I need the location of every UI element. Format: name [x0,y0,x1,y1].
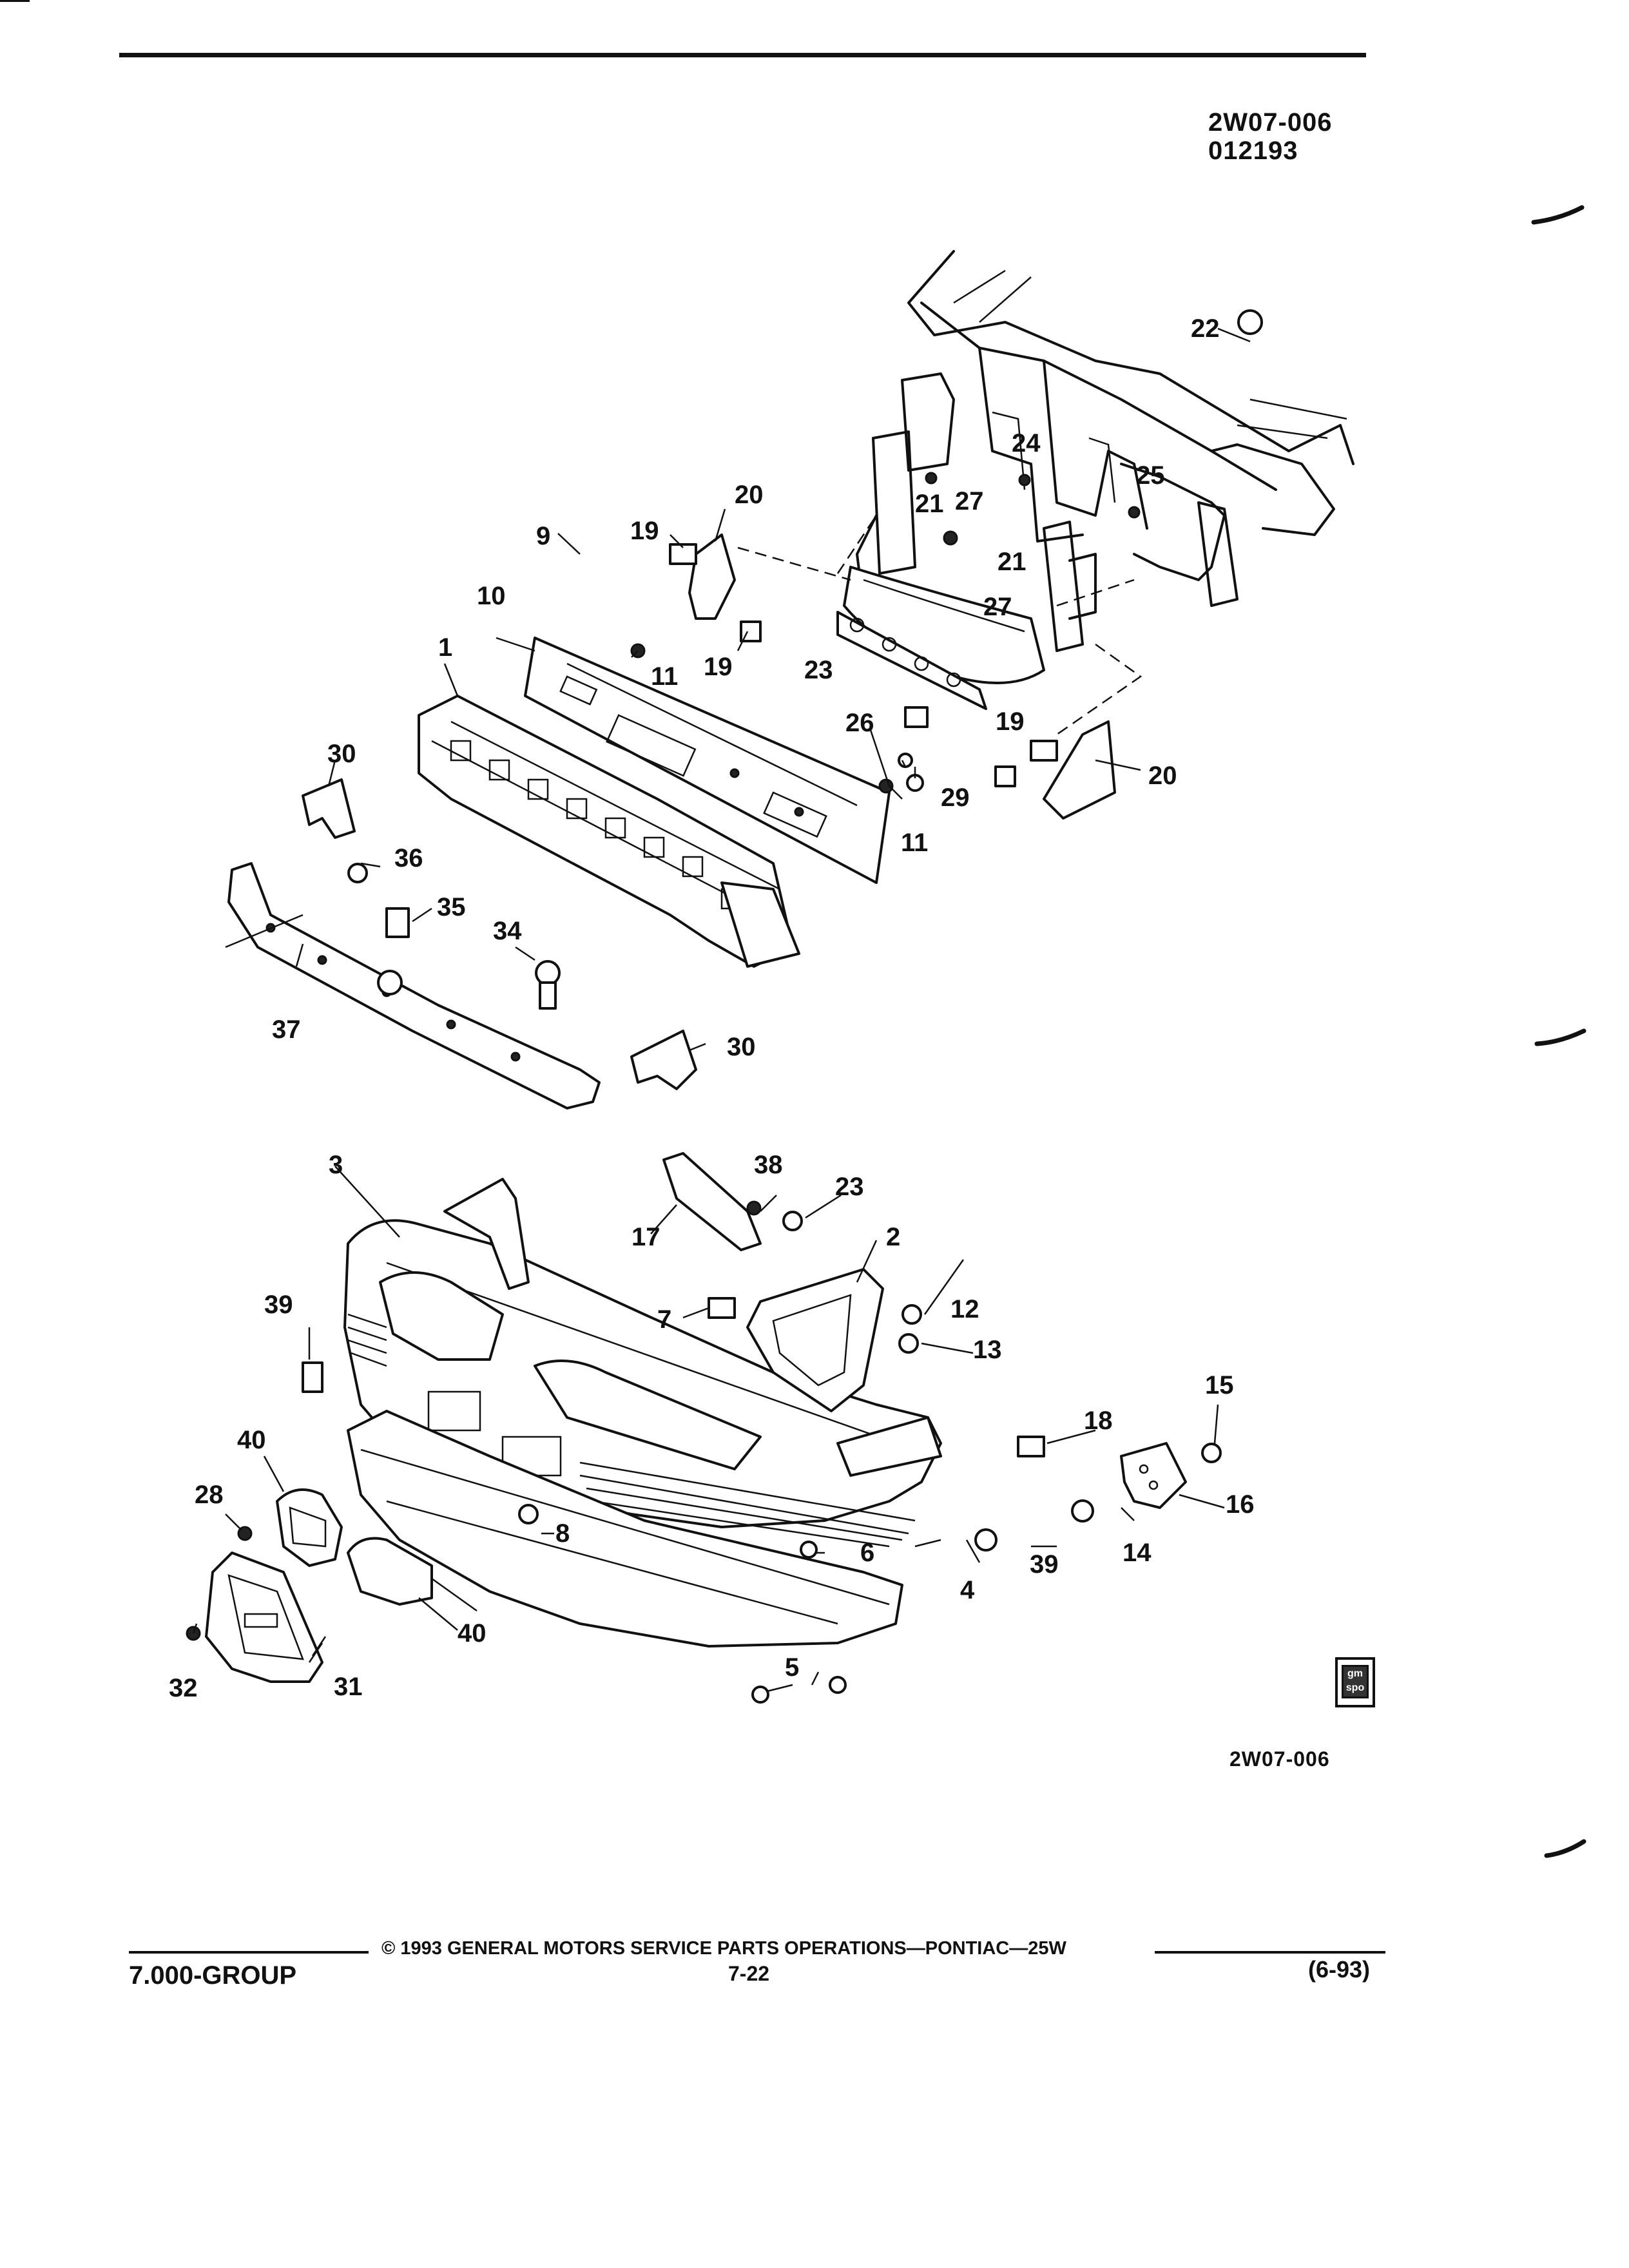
callout-34: 35 [437,893,466,921]
callout-37: 38 [754,1151,783,1179]
callout-25: 27 [955,487,984,515]
fasteners [347,309,1263,1010]
callout-19-b: 19 [704,653,733,681]
callout-20-right: 20 [1148,762,1177,790]
callout-22: 23 [804,656,833,684]
bracket-30-upper [302,778,356,839]
callout-33: 34 [493,917,522,945]
clip-18 [1017,1436,1045,1457]
callout-31: 31 [334,1673,363,1701]
bumper-reinforcement [225,862,601,1110]
bracket-20-left [688,533,736,620]
top-rule [119,53,1366,57]
front-fascia [343,1178,942,1548]
callout-15: 15 [1205,1371,1234,1399]
leader-lines [192,327,1251,1693]
header-code-line2: 012193 [1208,137,1298,165]
side-bracket-2 [746,1268,884,1412]
energy-absorber [418,695,800,968]
radiator-support [836,250,1354,710]
callout-32: 32 [169,1674,198,1702]
footer-group: 7.000-GROUP [129,1961,297,1990]
callout-40-right: 40 [458,1619,487,1648]
callout-2: 2 [886,1223,901,1251]
figure-id: 2W07-006 [1229,1747,1330,1771]
callout-39: 39 [1030,1550,1059,1579]
callout-8: 8 [555,1519,570,1548]
callout-24: 26 [845,709,874,737]
callout-30-upper: 30 [327,740,356,768]
corner-mark [0,0,30,2]
header-code: 2W07-006 012193 [1208,108,1333,165]
callout-30-lower: 30 [727,1033,756,1061]
bracket-16 [1120,1442,1187,1509]
callout-14: 14 [1123,1539,1152,1567]
fasteners-lower [186,1200,1222,1704]
callout-19-c: 19 [996,707,1025,736]
callout-27-lower: 23 [835,1173,864,1201]
callout-38: 39 [264,1291,293,1319]
callout-20-top: 20 [735,481,764,509]
callout-6: 6 [860,1539,875,1567]
callout-19-a: 19 [630,517,659,545]
header-code-line1: 2W07-006 [1208,108,1333,137]
license-plate-bracket [205,1552,323,1683]
callout-3: 3 [329,1151,343,1179]
callout-13: 13 [973,1336,1002,1364]
bracket-20-right [1043,720,1116,820]
footer-rule-left [129,1951,369,1954]
callout-21-a: 21 [915,490,944,518]
callout-35: 36 [394,844,423,872]
callout-18: 18 [1084,1407,1113,1435]
impact-bar [524,637,891,884]
bracket-30-lower [630,1030,697,1090]
clip-38 [302,1361,323,1393]
bracket-17 [662,1152,762,1251]
callout-4: 4 [960,1576,975,1604]
callout-36: 37 [272,1015,301,1044]
gm-spo-logo-mark: gm spo [1342,1665,1369,1698]
callout-5: 5 [785,1653,800,1682]
footer-date: (6-93) [1308,1956,1371,1983]
callout-17: 17 [631,1223,660,1251]
callout-9: 9 [536,522,551,550]
callout-27-top: 22 [1191,314,1220,343]
fog-lamp-bezel-left [276,1488,343,1567]
gm-spo-logo: gm spo [1335,1657,1375,1707]
callout-12: 12 [950,1295,979,1323]
callout-23-b: 25 [1136,461,1165,490]
callout-40-left: 40 [237,1426,266,1454]
callout-11-a: 11 [651,662,679,691]
callout-10: 10 [477,582,506,610]
footer-copyright: © 1993 GENERAL MOTORS SERVICE PARTS OPER… [381,1938,1066,1959]
callout-26: 27 [983,593,1012,621]
footer-rule-right [1155,1951,1385,1954]
callout-28: 28 [195,1481,224,1509]
footer-page: 7-22 [728,1962,770,1985]
callout-7: 7 [657,1305,672,1334]
callout-16: 16 [1226,1490,1255,1519]
phantom-lines [737,515,1142,780]
callout-11-b: 11 [901,829,929,857]
callout-21-b: 21 [998,548,1027,576]
callout-1: 1 [438,633,453,662]
callout-29: 29 [941,783,970,812]
lower-valance [347,1410,903,1648]
callout-23-a: 24 [1012,429,1041,457]
